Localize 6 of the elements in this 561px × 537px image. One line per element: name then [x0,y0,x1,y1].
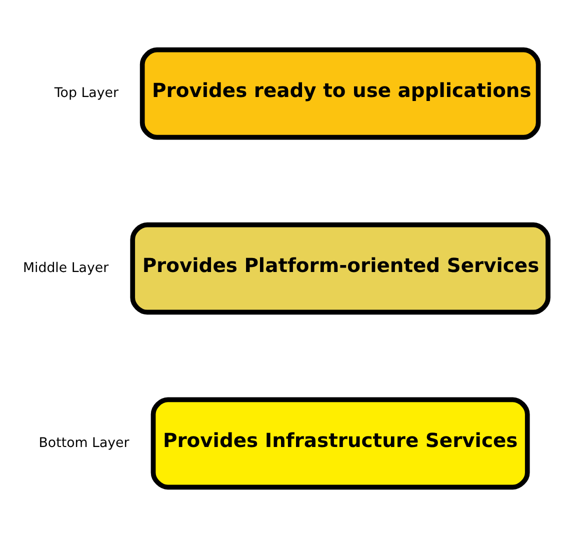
node-label: Top Layer [54,86,118,101]
node-label: Bottom Layer [38,436,130,451]
node-box: Provides Platform-oriented Services [130,222,550,315]
node-box: Provides Infrastructure Services [150,397,530,490]
node-box: Provides ready to use applications [140,47,541,140]
node-label: Middle Layer [22,260,109,276]
